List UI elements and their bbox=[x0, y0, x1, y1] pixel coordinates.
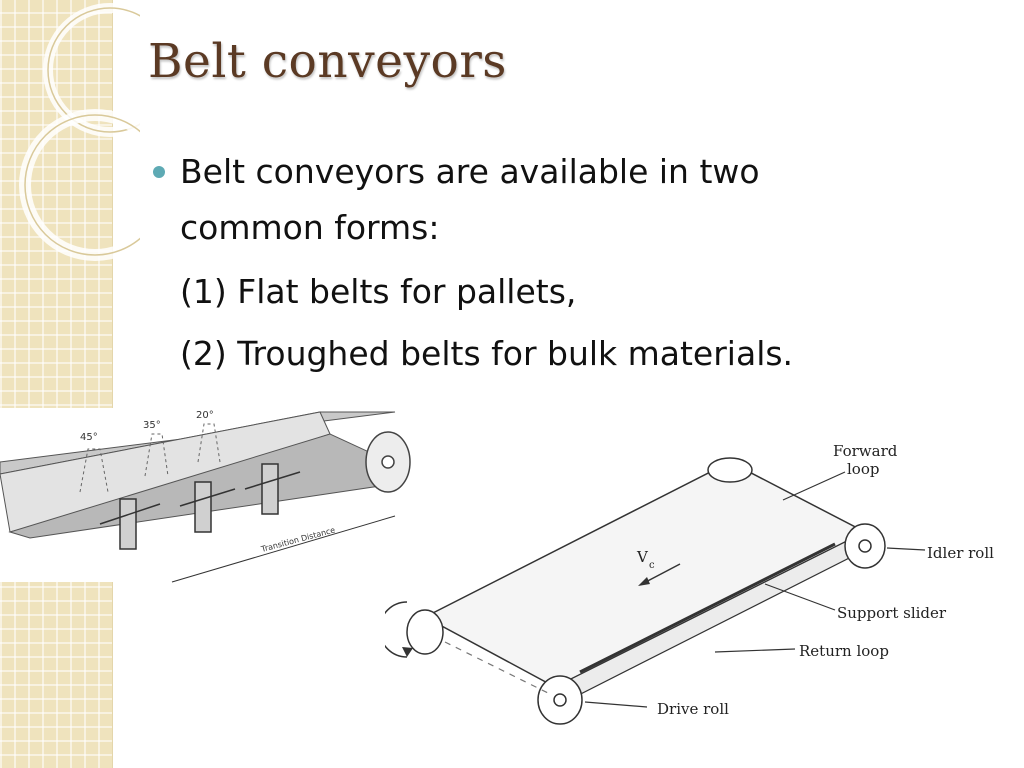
support-slider-label: Support slider bbox=[837, 604, 947, 622]
rear-roll bbox=[707, 457, 753, 483]
transition-distance-label: Transition Distance bbox=[259, 525, 336, 554]
bullet-text-line-1: Belt conveyors are available in two bbox=[180, 152, 760, 191]
return-loop-dashes bbox=[444, 641, 551, 695]
rotation-arrow bbox=[385, 601, 408, 658]
trough-outline-35 bbox=[144, 433, 169, 477]
leader-support-slider bbox=[764, 583, 836, 611]
return-loop-label: Return loop bbox=[799, 642, 889, 660]
rotation-arrow-head bbox=[402, 647, 413, 657]
idler-base-1 bbox=[99, 503, 161, 525]
idler-stand-2 bbox=[194, 481, 212, 533]
velocity-symbol: V bbox=[636, 548, 649, 566]
idler-base-3 bbox=[244, 471, 301, 490]
dimension-line bbox=[171, 515, 396, 583]
decorative-rings bbox=[19, 3, 140, 261]
forward-loop-label-1: Forward bbox=[833, 442, 898, 460]
leader-return-loop bbox=[714, 648, 796, 653]
left-roll bbox=[406, 609, 444, 655]
leader-forward-loop bbox=[782, 471, 846, 501]
bullet-dot bbox=[153, 166, 165, 178]
list-item-troughed-belts: (2) Troughed belts for bulk materials. bbox=[180, 334, 794, 373]
slide-title: Belt conveyors bbox=[148, 34, 507, 89]
idler-stand-3 bbox=[261, 463, 279, 515]
drive-hub bbox=[553, 693, 567, 707]
idler-roll-label: Idler roll bbox=[927, 544, 994, 562]
forward-loop-label-2: loop bbox=[847, 460, 879, 478]
velocity-arrow-head bbox=[638, 577, 650, 586]
list-item-flat-belts: (1) Flat belts for pallets, bbox=[180, 272, 577, 311]
idler-stand-1 bbox=[119, 498, 137, 550]
angle-label-20: 20° bbox=[196, 410, 214, 421]
drive-roll-label: Drive roll bbox=[657, 700, 729, 718]
trough-outline-20 bbox=[197, 423, 221, 463]
leader-idler-roll bbox=[886, 547, 926, 551]
leader-drive-roll bbox=[584, 701, 648, 708]
bullet-text-line-2: common forms: bbox=[180, 208, 440, 247]
support-slider-bar bbox=[579, 542, 836, 674]
flat-belt-diagram: V c Forward loop Idler roll Support slid… bbox=[385, 442, 994, 725]
troughed-belt-diagram: 45° 35° 20° Transition Distance bbox=[0, 410, 411, 583]
trough-outline-45 bbox=[79, 448, 109, 493]
idler-base-2 bbox=[179, 488, 236, 507]
angle-label-35: 35° bbox=[143, 420, 161, 431]
angle-label-45: 45° bbox=[80, 432, 98, 443]
idler-hub bbox=[858, 539, 872, 553]
pulley-hub bbox=[381, 455, 395, 469]
velocity-subscript: c bbox=[649, 560, 655, 571]
